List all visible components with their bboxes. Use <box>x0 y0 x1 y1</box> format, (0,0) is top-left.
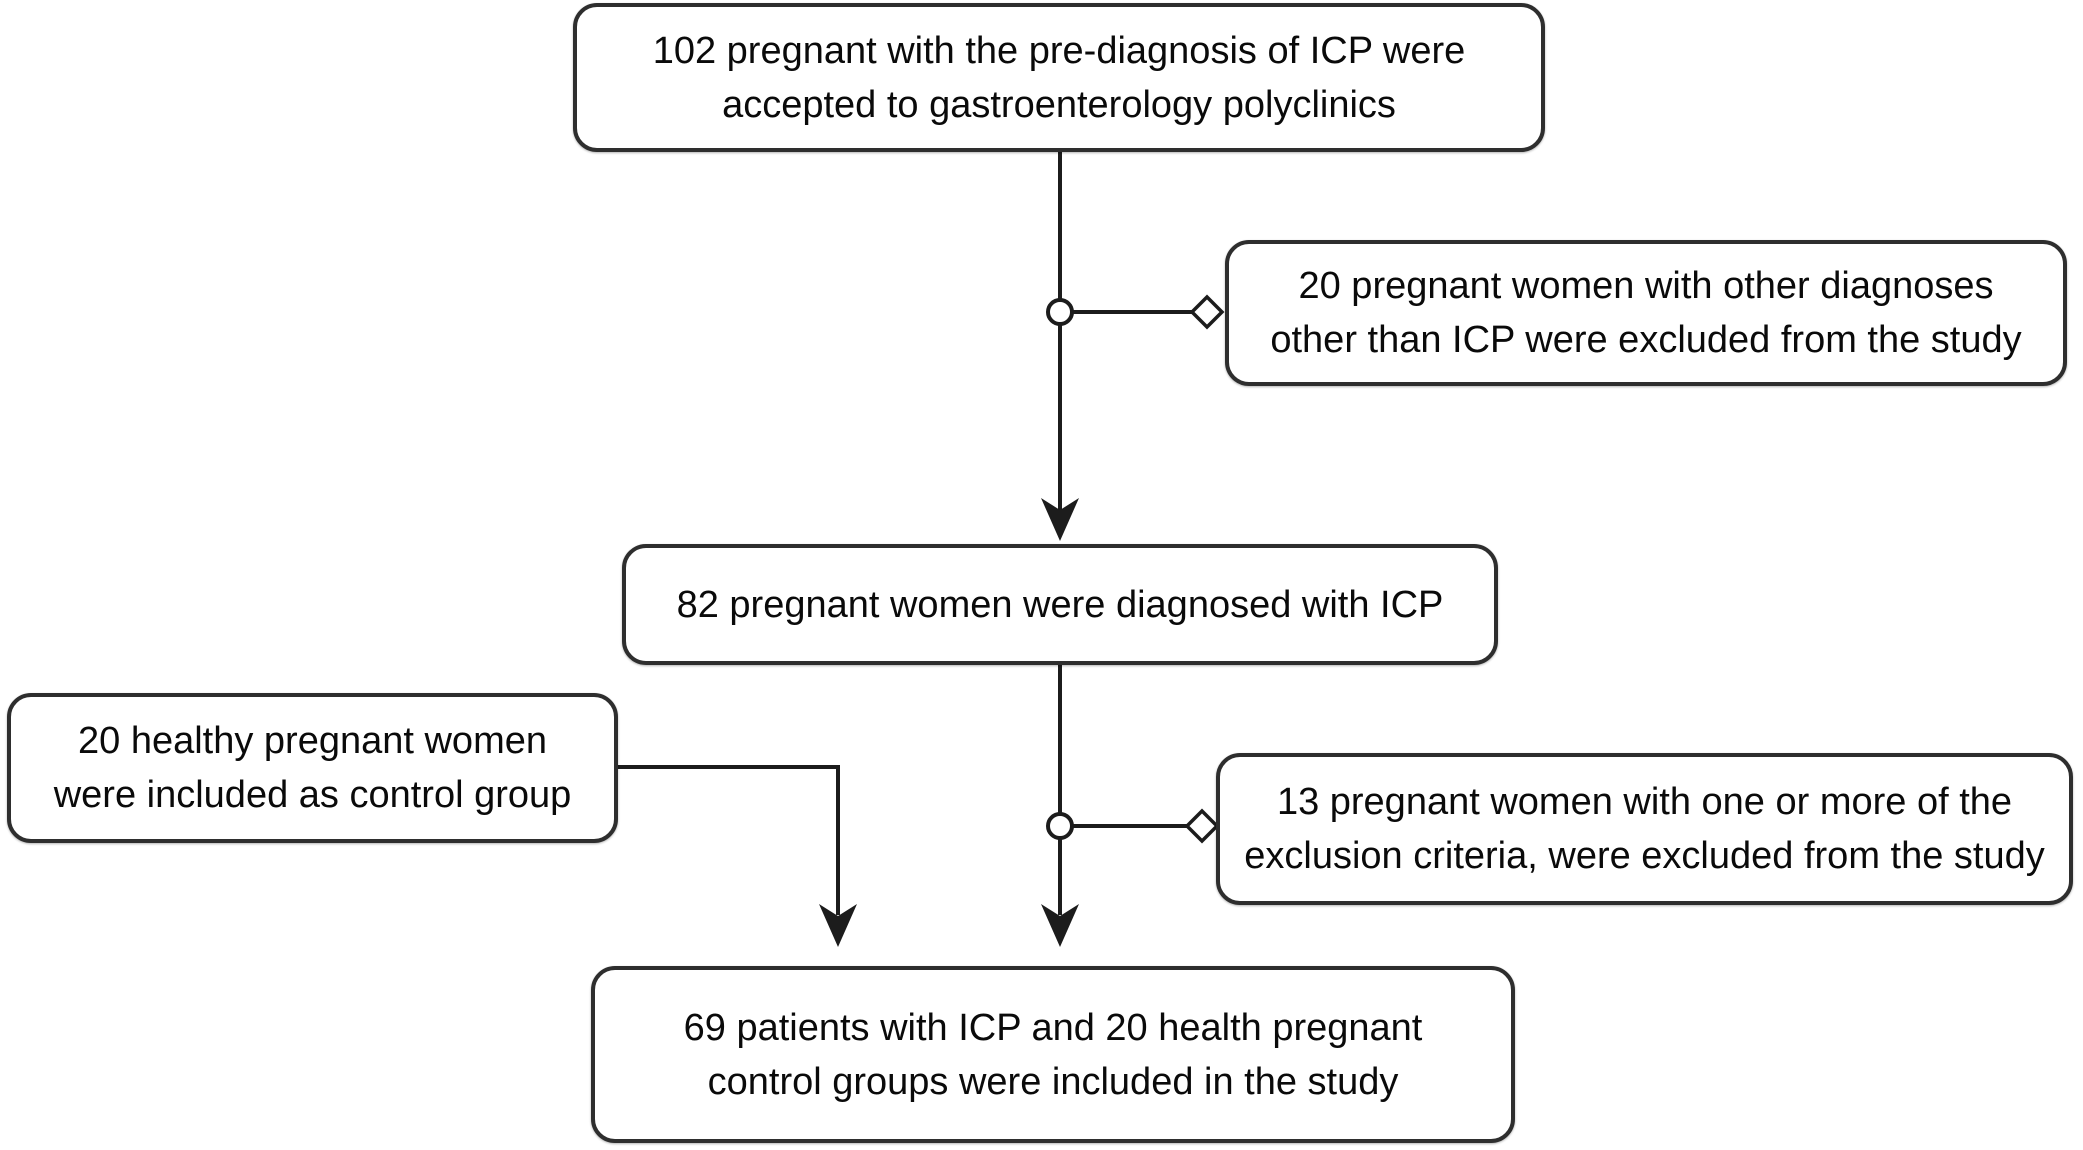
node-excluded-other-line-1: 20 pregnant women with other diagnoses <box>1298 265 1994 307</box>
node-excluded-criteria-line-2: exclusion criteria, were excluded from t… <box>1244 835 2045 877</box>
node-excluded-other-line-2: other than ICP were excluded from the st… <box>1270 319 2022 361</box>
arrowhead-down-icon <box>1041 498 1079 541</box>
node-excluded-other-diagnoses: 20 pregnant women with other diagnoses o… <box>1225 240 2067 386</box>
junction-circle-icon <box>1046 298 1074 326</box>
edge-control-to-included <box>618 765 840 915</box>
node-included-line-1: 69 patients with ICP and 20 health pregn… <box>683 1006 1423 1049</box>
node-accepted: 102 pregnant with the pre-diagnosis of I… <box>573 3 1545 152</box>
node-diagnosed-line-1: 82 pregnant women were diagnosed with IC… <box>676 583 1444 626</box>
node-accepted-line-1: 102 pregnant with the pre-diagnosis of I… <box>652 29 1466 72</box>
node-accepted-line-2: accepted to gastroenterology polyclinics <box>722 83 1396 126</box>
node-diagnosed: 82 pregnant women were diagnosed with IC… <box>622 544 1498 665</box>
node-control-line-2: were included as control group <box>53 774 572 816</box>
diamond-connector-icon <box>1189 294 1225 330</box>
arrowhead-down-icon <box>1041 904 1079 947</box>
node-excluded-criteria: 13 pregnant women with one or more of th… <box>1216 753 2073 905</box>
node-included-line-2: control groups were included in the stud… <box>707 1060 1399 1103</box>
diamond-connector-icon <box>1184 808 1220 844</box>
node-included: 69 patients with ICP and 20 health pregn… <box>591 966 1515 1143</box>
node-excluded-criteria-line-1: 13 pregnant women with one or more of th… <box>1276 781 2013 823</box>
junction-circle-icon <box>1046 812 1074 840</box>
node-control-line-1: 20 healthy pregnant women <box>78 720 547 762</box>
arrowhead-down-icon <box>819 904 857 947</box>
node-control-group: 20 healthy pregnant women were included … <box>7 693 618 843</box>
